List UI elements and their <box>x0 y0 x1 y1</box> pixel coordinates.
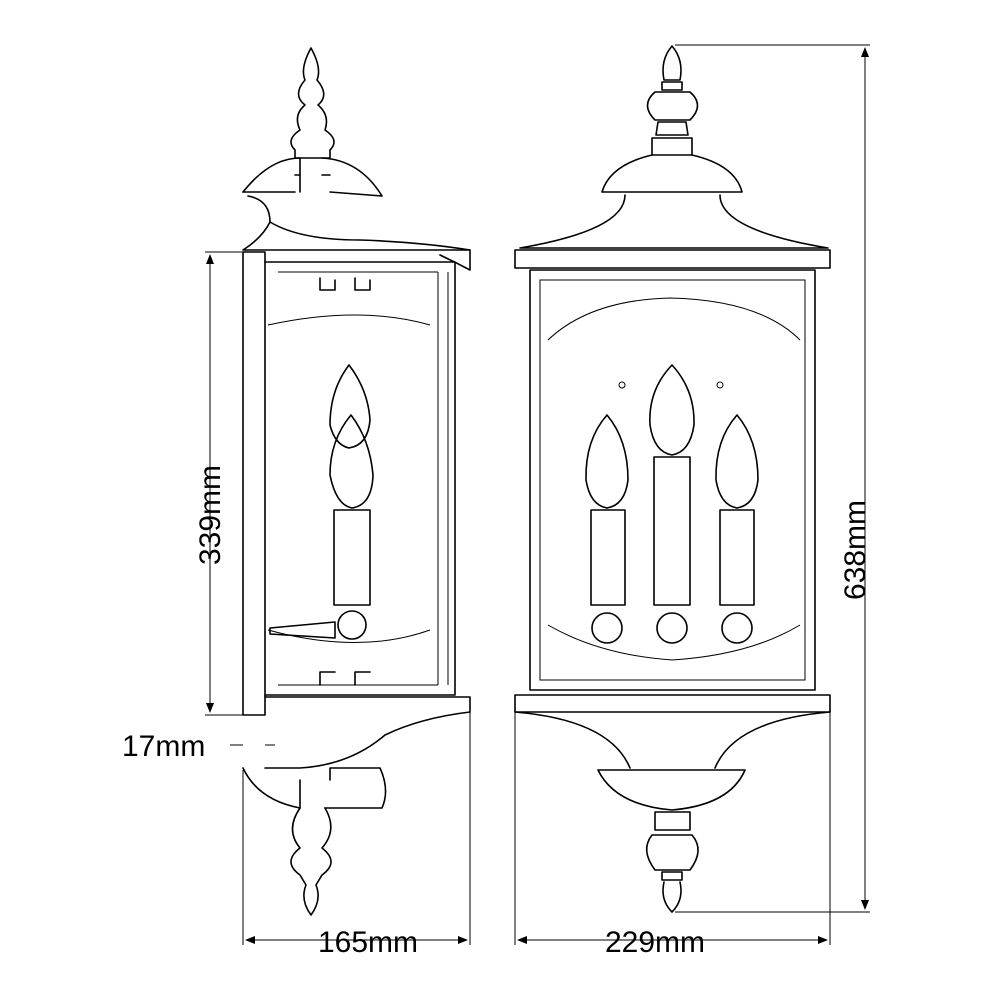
dimension-label-638mm: 638mm <box>839 500 872 600</box>
dimension-lines <box>205 44 870 945</box>
side-view-lantern <box>242 47 471 916</box>
dimension-label-229mm: 229mm <box>605 926 705 959</box>
front-view-lantern <box>514 45 831 913</box>
dimension-label-339mm: 339mm <box>194 465 227 565</box>
dimension-label-165mm: 165mm <box>318 926 418 959</box>
dimension-label-17mm: 17mm <box>122 730 205 763</box>
